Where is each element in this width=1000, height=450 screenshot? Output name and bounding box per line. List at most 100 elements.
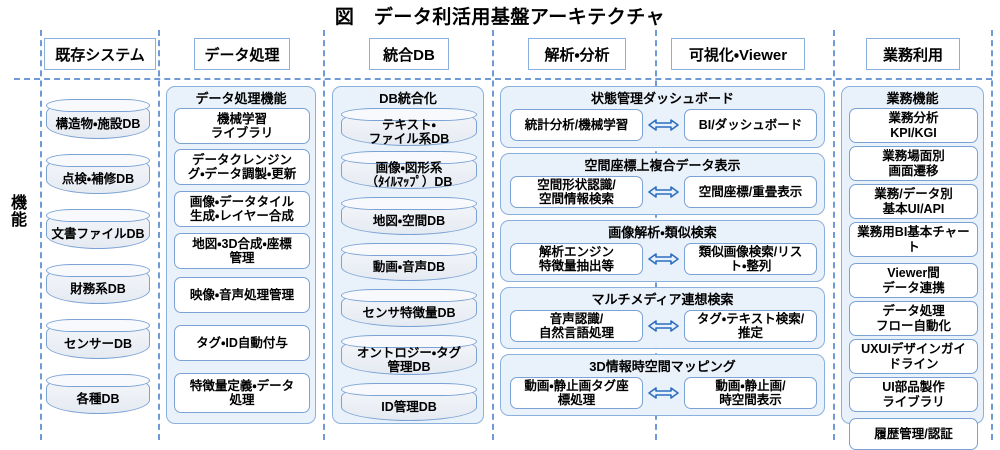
analysis-box-label: 解析エンジン 特徴量抽出等 bbox=[538, 244, 614, 273]
double-arrow-icon bbox=[648, 318, 679, 334]
function-box-label: タグ・ID自動付与 bbox=[196, 335, 288, 350]
function-box: 特徴量定義・データ 処理 bbox=[174, 373, 310, 413]
header-divider bbox=[14, 78, 992, 80]
cylinder-top-icon bbox=[46, 374, 150, 387]
business-box: データ処理 フロー自動化 bbox=[849, 301, 978, 336]
cylinder-top-icon bbox=[341, 151, 477, 164]
column-divider-4 bbox=[492, 30, 494, 440]
function-box-label: データクレンジン グ・データ調製・更新 bbox=[187, 152, 297, 181]
cylinder-top-icon bbox=[46, 209, 150, 222]
double-arrow-icon bbox=[648, 184, 679, 200]
visualization-box: 動画・静止画/ 時空間表示 bbox=[684, 377, 817, 409]
analysis-box: 音声認識/ 自然言語処理 bbox=[510, 310, 643, 342]
column-divider-2 bbox=[158, 30, 160, 440]
function-box-label: 地図・3D合成・座標 管理 bbox=[192, 236, 292, 265]
column-divider-3 bbox=[323, 30, 325, 440]
group-title: 画像解析・類似検索 bbox=[608, 225, 717, 240]
db-cylinder-label: センサーDB bbox=[63, 336, 133, 351]
group-status-dashboard: 状態管理ダッシュボード 統計分析/機械学習 BI/ダッシュボード bbox=[500, 86, 825, 148]
cylinder-top-icon bbox=[341, 383, 477, 396]
db-cylinder: 点検・補修DB bbox=[46, 154, 150, 194]
group-3d-spatiotemporal-mapping: 3D情報時空間マッピング 動画・静止画タグ座 標処理 動画・静止画/ 時空間表示 bbox=[500, 354, 825, 416]
business-box-label: UXUIデザインガイ ドライン bbox=[861, 342, 966, 371]
cylinder-top-icon bbox=[341, 335, 477, 348]
function-box: 映像・音声処理管理 bbox=[174, 277, 310, 313]
analysis-box-label: 統計分析/機械学習 bbox=[524, 117, 629, 132]
business-box: UXUIデザインガイ ドライン bbox=[849, 339, 978, 374]
column-header-label: 統合DB bbox=[383, 46, 435, 64]
business-box-label: UI部品製作 ライブラリ bbox=[882, 380, 945, 409]
group-data-processing: データ処理機能 機械学習 ライブラリ データクレンジン グ・データ調製・更新 画… bbox=[166, 86, 316, 424]
db-cylinder: センサ特徴量DB bbox=[341, 289, 477, 327]
column-header-label: 解析・分析 bbox=[544, 46, 610, 64]
visualization-box-label: BI/ダッシュボード bbox=[698, 117, 803, 132]
function-box: 画像・データタイル 生成・レイヤー合成 bbox=[174, 191, 310, 227]
db-cylinder-label: 画像・図形系 （ﾀｲﾙﾏｯﾌﾟ）DB bbox=[365, 160, 453, 189]
function-box-label: 機械学習 ライブラリ bbox=[210, 111, 274, 140]
business-box-label: 業務場面別 画面遷移 bbox=[882, 149, 945, 178]
visualization-box-label: タグ・テキスト検索/ 推定 bbox=[696, 311, 805, 340]
db-cylinder-label: 動画・音声DB bbox=[372, 259, 446, 274]
business-box: UI部品製作 ライブラリ bbox=[849, 377, 978, 412]
db-cylinder-label: 文書ファイルDB bbox=[51, 226, 145, 241]
db-cylinder-label: 各種DB bbox=[76, 391, 120, 406]
business-box: Viewer間 データ連携 bbox=[849, 263, 978, 298]
column-header-existing-system: 既存システム bbox=[44, 38, 156, 70]
function-box-label: 映像・音声処理管理 bbox=[189, 287, 295, 302]
db-cylinder-label: 財務系DB bbox=[70, 281, 126, 296]
db-cylinder: ID管理DB bbox=[341, 383, 477, 421]
cylinder-top-icon bbox=[341, 243, 477, 256]
function-box-label: 画像・データタイル 生成・レイヤー合成 bbox=[189, 194, 295, 223]
visualization-box-label: 類似画像検索/リス ト・整列 bbox=[698, 244, 803, 273]
group-spatial-composite-display: 空間座標上複合データ表示 空間形状認識/ 空間情報検索 空間座標/重畳表示 bbox=[500, 153, 825, 215]
group-title: データ処理機能 bbox=[195, 91, 287, 106]
db-cylinder: 財務系DB bbox=[46, 264, 150, 304]
business-box-label: 業務分析 KPI/KGI bbox=[888, 111, 939, 140]
db-cylinder: 動画・音声DB bbox=[341, 243, 477, 281]
column-header-label: 可視化・Viewer bbox=[688, 46, 788, 64]
cylinder-top-icon bbox=[46, 154, 150, 167]
business-box: 業務分析 KPI/KGI bbox=[849, 108, 978, 143]
db-cylinder-label: 構造物・施設DB bbox=[55, 116, 141, 131]
business-box-label: データ処理 フロー自動化 bbox=[875, 304, 951, 333]
function-box: データクレンジン グ・データ調製・更新 bbox=[174, 149, 310, 185]
analysis-box-label: 空間形状認識/ 空間情報検索 bbox=[537, 177, 616, 206]
cylinder-top-icon bbox=[341, 108, 477, 121]
cylinder-top-icon bbox=[46, 99, 150, 112]
db-cylinder: 文書ファイルDB bbox=[46, 209, 150, 249]
visualization-box: 空間座標/重畳表示 bbox=[684, 176, 817, 208]
function-box: 地図・3D合成・座標 管理 bbox=[174, 233, 310, 269]
group-multimedia-associative-search: マルチメディア連想検索 音声認識/ 自然言語処理 タグ・テキスト検索/ 推定 bbox=[500, 287, 825, 349]
group-integrated-db: DB統合化 テキスト・ ファイル系DB 画像・図形系 （ﾀｲﾙﾏｯﾌﾟ）DB 地… bbox=[332, 86, 484, 424]
group-business-functions: 業務機能 業務分析 KPI/KGI 業務場面別 画面遷移 業務/データ別 基本U… bbox=[841, 86, 984, 450]
column-divider-1 bbox=[40, 30, 42, 440]
db-cylinder-label: センサ特徴量DB bbox=[362, 305, 456, 320]
column-header-label: データ処理 bbox=[204, 46, 280, 64]
db-cylinder-label: 点検・補修DB bbox=[61, 171, 135, 186]
business-box: 履歴管理/認証 bbox=[849, 418, 978, 450]
db-cylinder: 各種DB bbox=[46, 374, 150, 414]
db-cylinder-label: オントロジー・タグ 管理DB bbox=[356, 345, 462, 374]
visualization-box-label: 空間座標/重畳表示 bbox=[698, 184, 803, 199]
column-header-visualization: 可視化・Viewer bbox=[671, 38, 805, 70]
column-header-analysis: 解析・分析 bbox=[528, 38, 626, 70]
visualization-box: 類似画像検索/リス ト・整列 bbox=[684, 243, 817, 275]
db-cylinder-label: テキスト・ ファイル系DB bbox=[368, 117, 450, 146]
db-cylinder: 構造物・施設DB bbox=[46, 99, 150, 139]
db-cylinder: オントロジー・タグ 管理DB bbox=[341, 335, 477, 375]
business-box-label: Viewer間 データ連携 bbox=[882, 266, 945, 295]
analysis-box: 解析エンジン 特徴量抽出等 bbox=[510, 243, 643, 275]
visualization-box: BI/ダッシュボード bbox=[684, 109, 817, 141]
column-divider-6 bbox=[833, 30, 835, 440]
column-header-integrated-db: 統合DB bbox=[369, 38, 449, 70]
business-box: 業務用BI基本チャー ト bbox=[849, 222, 978, 257]
db-cylinder-label: ID管理DB bbox=[381, 399, 437, 414]
analysis-box-label: 音声認識/ 自然言語処理 bbox=[538, 311, 614, 340]
business-box-label: 履歴管理/認証 bbox=[874, 426, 953, 441]
function-box: 機械学習 ライブラリ bbox=[174, 108, 310, 144]
group-title: 空間座標上複合データ表示 bbox=[584, 158, 741, 173]
double-arrow-icon bbox=[648, 117, 679, 133]
column-header-label: 業務利用 bbox=[882, 46, 943, 64]
function-box: タグ・ID自動付与 bbox=[174, 325, 310, 361]
